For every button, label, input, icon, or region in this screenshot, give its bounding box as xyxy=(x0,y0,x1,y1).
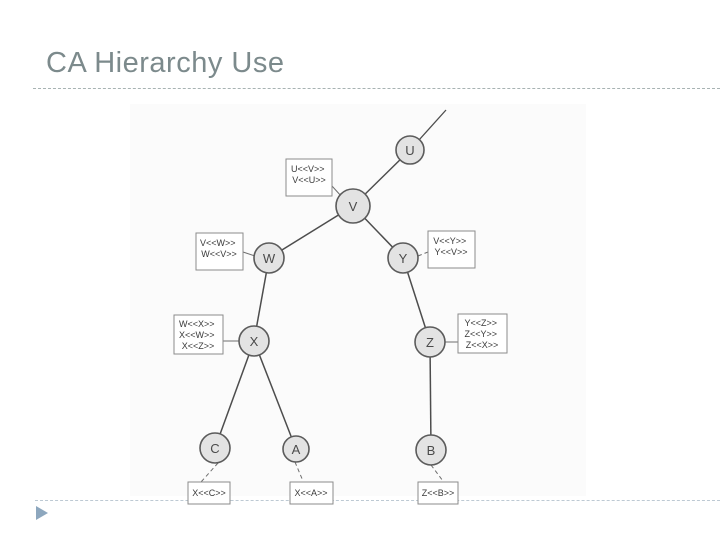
node-u-label: U xyxy=(405,143,414,158)
node-a-label: A xyxy=(292,442,301,457)
node-z-circle xyxy=(414,326,446,358)
cert-line: Z<<Y>> xyxy=(464,329,497,339)
cert-box-z-text: Y<<Z>> Z<<Y>> Z<<X>> xyxy=(464,318,499,350)
cert-box-a xyxy=(289,481,334,505)
edge-x-a xyxy=(253,340,297,450)
cert-line: Y<<Z>> xyxy=(464,318,497,328)
node-x-circle xyxy=(238,325,270,357)
cert-line: Z<<X>> xyxy=(466,340,499,350)
node-c-circle xyxy=(199,432,231,464)
connector-a-box xyxy=(294,461,304,482)
connector-b-box xyxy=(430,464,444,482)
connector-c-box xyxy=(200,462,219,483)
node-a-circle xyxy=(282,435,310,463)
cert-line: W<<X>> xyxy=(179,319,215,329)
cert-box-c xyxy=(187,481,231,505)
cert-box-c-text: X<<C>> xyxy=(192,488,226,498)
cert-box-x xyxy=(173,314,224,355)
cert-box-w xyxy=(195,232,244,271)
cert-box-b xyxy=(417,481,459,505)
cert-box-x-text: W<<X>> X<<W>> X<<Z>> xyxy=(179,319,217,351)
node-v-label: V xyxy=(349,199,358,214)
node-c-label: C xyxy=(210,441,219,456)
cert-box-v xyxy=(285,158,333,197)
cert-box-y-text: V<<Y>> Y<<V>> xyxy=(433,236,469,257)
cert-box-a-text: X<<A>> xyxy=(294,488,327,498)
ca-hierarchy-diagram: U V W Y X Z C A B U<<V>> V<<U>> V<<W>> W… xyxy=(130,104,586,505)
node-u-circle xyxy=(395,135,425,165)
play-triangle-icon xyxy=(36,506,48,520)
node-v-circle xyxy=(335,188,371,224)
node-w-label: W xyxy=(263,251,276,266)
node-b-label: B xyxy=(427,443,436,458)
cert-line: X<<W>> xyxy=(179,330,215,340)
page-title: CA Hierarchy Use xyxy=(46,47,285,79)
cert-line: U<<V>> xyxy=(291,164,325,174)
cert-box-b-text: Z<<B>> xyxy=(422,488,455,498)
cert-box-y xyxy=(427,230,476,269)
cert-box-v-text: U<<V>> V<<U>> xyxy=(291,164,327,185)
node-y-label: Y xyxy=(399,251,408,266)
footer-divider xyxy=(35,500,720,501)
node-b-circle xyxy=(415,434,447,466)
title-divider xyxy=(33,88,720,89)
cert-line: V<<U>> xyxy=(292,175,326,185)
cert-box-z xyxy=(457,313,508,354)
edge-x-c xyxy=(214,340,255,449)
edge-z-b xyxy=(429,341,432,451)
cert-line: V<<W>> xyxy=(200,238,236,248)
node-w-circle xyxy=(253,242,285,274)
cert-line: V<<Y>> xyxy=(433,236,466,246)
connector-y-box xyxy=(417,251,429,257)
node-x-label: X xyxy=(250,334,259,349)
cert-box-w-text: V<<W>> W<<V>> xyxy=(200,238,238,259)
diagram-background xyxy=(130,104,586,496)
connector-w-box xyxy=(242,251,256,257)
cert-line: Y<<V>> xyxy=(434,247,467,257)
node-z-label: Z xyxy=(426,335,434,350)
cert-line: W<<V>> xyxy=(201,249,237,259)
node-y-circle xyxy=(387,242,419,274)
cert-line: X<<Z>> xyxy=(182,341,215,351)
